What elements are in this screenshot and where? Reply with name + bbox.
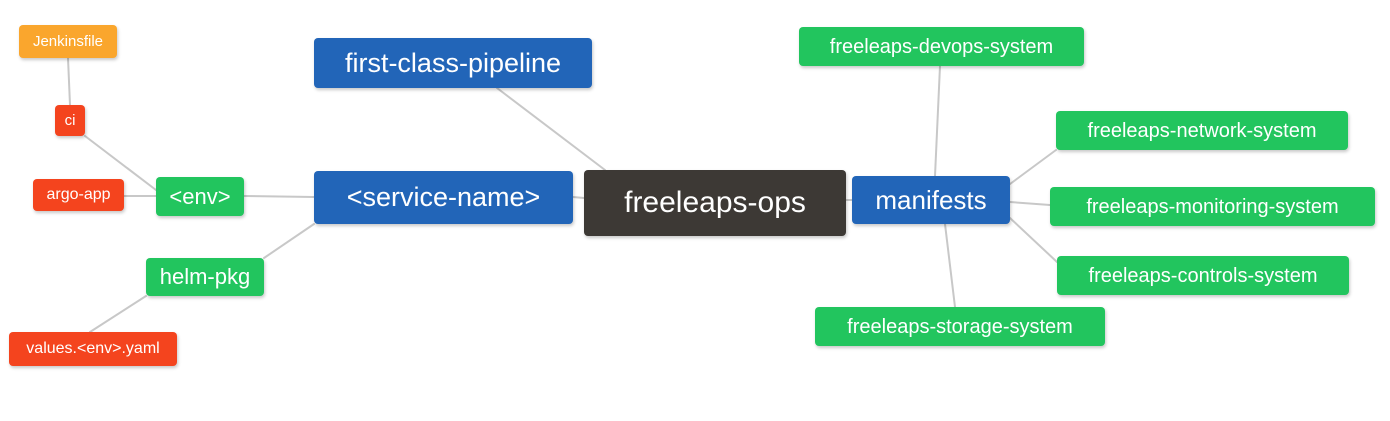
node-label-manifests: manifests — [875, 185, 987, 215]
node-label-ci: ci — [64, 112, 76, 129]
edge-manifests-to-freeleaps-controls-system — [1009, 217, 1058, 263]
edge-manifests-to-freeleaps-network-system — [1009, 149, 1057, 185]
edge-service-name-to-freeleaps-ops — [572, 196, 585, 199]
node-freeleaps-devops-system[interactable]: freeleaps-devops-system — [799, 27, 1084, 66]
node-label-service-name: <service-name> — [346, 182, 541, 212]
node-label-freeleaps-network-system: freeleaps-network-system — [1087, 119, 1317, 142]
node-manifests[interactable]: manifests — [852, 176, 1010, 224]
node-label-first-class-pipeline: first-class-pipeline — [344, 47, 562, 78]
node-label-env: <env> — [169, 183, 231, 209]
node-label-freeleaps-devops-system: freeleaps-devops-system — [829, 35, 1054, 58]
node-label-argo-app: argo-app — [46, 186, 111, 203]
node-label-freeleaps-storage-system: freeleaps-storage-system — [847, 315, 1073, 338]
node-freeleaps-ops[interactable]: freeleaps-ops — [584, 170, 846, 236]
node-values-yaml[interactable]: values.<env>.yaml — [9, 332, 177, 366]
node-label-freeleaps-ops: freeleaps-ops — [624, 186, 806, 219]
node-freeleaps-network-system[interactable]: freeleaps-network-system — [1056, 111, 1348, 150]
node-label-helm-pkg: helm-pkg — [159, 264, 251, 289]
edge-first-class-pipeline-to-freeleaps-ops — [496, 87, 606, 171]
node-freeleaps-storage-system[interactable]: freeleaps-storage-system — [815, 307, 1105, 346]
edge-manifests-to-freeleaps-storage-system — [944, 223, 956, 308]
node-freeleaps-controls-system[interactable]: freeleaps-controls-system — [1057, 256, 1349, 295]
node-label-freeleaps-monitoring-system: freeleaps-monitoring-system — [1086, 195, 1339, 218]
node-first-class-pipeline[interactable]: first-class-pipeline — [314, 38, 592, 88]
node-ci[interactable]: ci — [55, 105, 85, 136]
node-label-jenkinsfile: Jenkinsfile — [32, 33, 104, 50]
edge-manifests-to-freeleaps-monitoring-system — [1009, 201, 1051, 206]
node-freeleaps-monitoring-system[interactable]: freeleaps-monitoring-system — [1050, 187, 1375, 226]
edge-service-name-to-helm-pkg — [263, 223, 315, 259]
node-label-freeleaps-controls-system: freeleaps-controls-system — [1088, 264, 1318, 287]
node-helm-pkg[interactable]: helm-pkg — [146, 258, 264, 296]
edge-jenkinsfile-to-ci — [67, 57, 71, 106]
node-service-name[interactable]: <service-name> — [314, 171, 573, 224]
edge-env-to-service-name — [243, 195, 315, 198]
node-label-values-yaml: values.<env>.yaml — [26, 340, 160, 357]
edge-manifests-to-freeleaps-devops-system — [934, 65, 941, 177]
node-jenkinsfile[interactable]: Jenkinsfile — [19, 25, 117, 58]
node-argo-app[interactable]: argo-app — [33, 179, 124, 211]
edge-helm-pkg-to-values-yaml — [89, 295, 147, 333]
node-env[interactable]: <env> — [156, 177, 244, 216]
